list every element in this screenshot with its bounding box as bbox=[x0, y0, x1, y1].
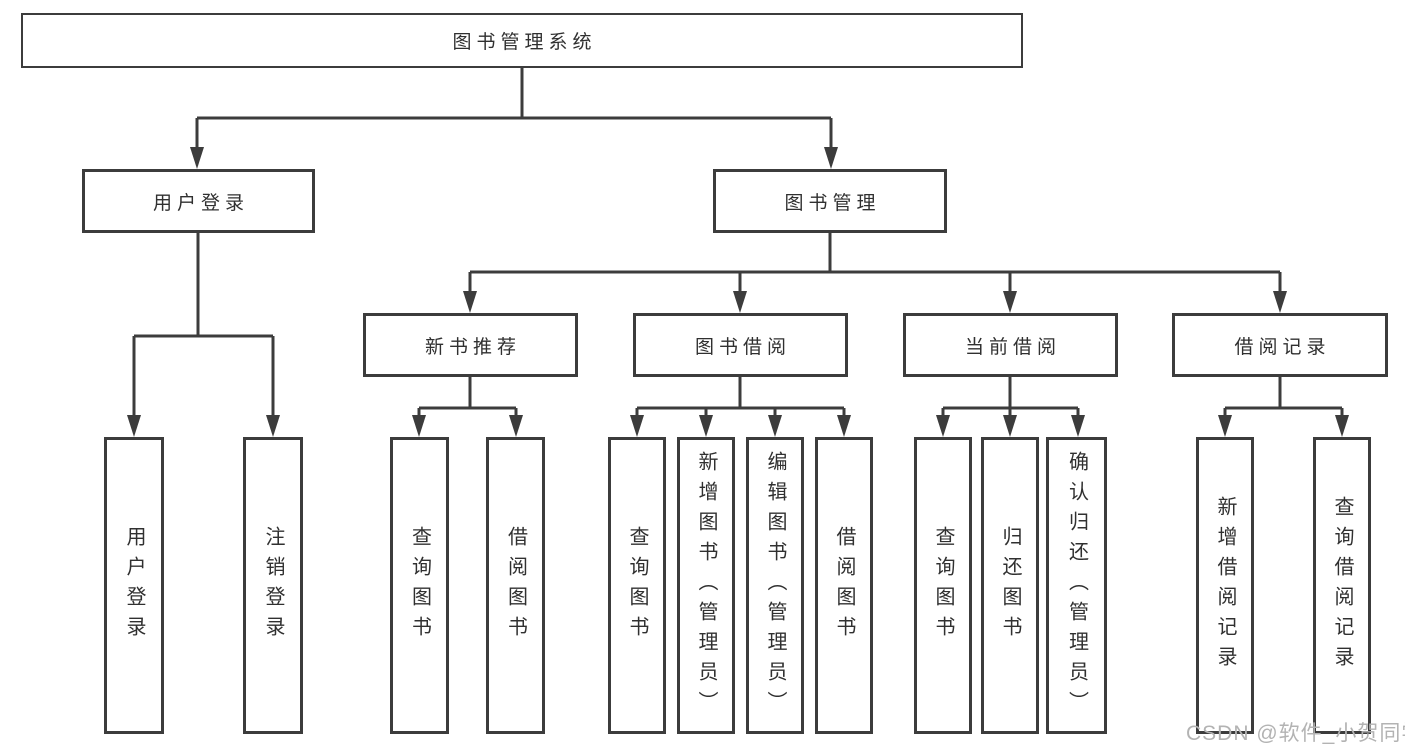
leaf-label: 查询图书 bbox=[932, 525, 954, 646]
leaf-label: 归还图书 bbox=[999, 525, 1021, 646]
connector-root-to-level2 bbox=[190, 68, 838, 169]
connector-book-management-to-level3 bbox=[463, 233, 1287, 313]
leaf-current-query-books: 查询图书 bbox=[914, 437, 972, 734]
arrowhead bbox=[509, 415, 523, 437]
leaf-user-login: 用户登录 bbox=[104, 437, 164, 734]
leaf-label: 新增借阅记录 bbox=[1214, 495, 1236, 676]
line bbox=[132, 233, 275, 417]
arrowhead bbox=[1003, 291, 1017, 313]
leaf-records-query-borrow-record: 查询借阅记录 bbox=[1313, 437, 1371, 734]
arrowhead bbox=[733, 291, 747, 313]
line bbox=[635, 377, 846, 417]
leaf-label: 查询图书 bbox=[626, 525, 648, 646]
arrowhead bbox=[1273, 291, 1287, 313]
leaf-label: 借阅图书 bbox=[833, 525, 855, 646]
connector-records-to-leaves bbox=[1218, 377, 1349, 437]
arrowhead bbox=[699, 415, 713, 437]
leaf-label: 编辑图书（管理员） bbox=[764, 450, 786, 721]
connector-recommend-to-leaves bbox=[412, 377, 523, 437]
leaf-label: 注销登录 bbox=[262, 525, 284, 646]
line bbox=[468, 233, 1282, 293]
node-new-book-recommend: 新书推荐 bbox=[363, 313, 578, 377]
node-root: 图书管理系统 bbox=[21, 13, 1023, 68]
node-book-management: 图书管理 bbox=[713, 169, 947, 233]
leaf-logout: 注销登录 bbox=[243, 437, 303, 734]
leaf-borrow-edit-books-admin: 编辑图书（管理员） bbox=[746, 437, 804, 734]
arrowhead bbox=[463, 291, 477, 313]
leaf-label: 用户登录 bbox=[123, 525, 145, 646]
arrowhead bbox=[266, 415, 280, 437]
leaf-label: 借阅图书 bbox=[504, 525, 527, 646]
arrowhead bbox=[824, 147, 838, 169]
arrowhead bbox=[837, 415, 851, 437]
leaf-label: 新增图书（管理员） bbox=[695, 450, 717, 721]
arrowhead bbox=[412, 415, 426, 437]
arrowhead bbox=[190, 147, 204, 169]
leaf-records-add-borrow-record: 新增借阅记录 bbox=[1196, 437, 1254, 734]
node-current-borrow: 当前借阅 bbox=[903, 313, 1118, 377]
leaf-label: 确认归还（管理员） bbox=[1065, 450, 1088, 721]
node-borrow-records: 借阅记录 bbox=[1172, 313, 1388, 377]
connector-current-to-leaves bbox=[936, 377, 1085, 437]
node-user-login: 用户登录 bbox=[82, 169, 315, 233]
arrowhead bbox=[1003, 415, 1017, 437]
arrowhead bbox=[1335, 415, 1349, 437]
leaf-current-return-books: 归还图书 bbox=[981, 437, 1039, 734]
connector-user-login-to-leaves bbox=[127, 233, 280, 437]
line bbox=[195, 68, 833, 149]
leaf-label: 查询图书 bbox=[408, 525, 431, 646]
line bbox=[941, 377, 1080, 417]
leaf-borrow-borrow-books: 借阅图书 bbox=[815, 437, 873, 734]
line bbox=[1223, 377, 1344, 417]
arrowhead bbox=[1071, 415, 1085, 437]
arrowhead bbox=[127, 415, 141, 437]
node-book-borrow: 图书借阅 bbox=[633, 313, 848, 377]
arrowhead bbox=[630, 415, 644, 437]
leaf-borrow-query-books: 查询图书 bbox=[608, 437, 666, 734]
leaf-borrow-add-books-admin: 新增图书（管理员） bbox=[677, 437, 735, 734]
leaf-label: 查询借阅记录 bbox=[1331, 495, 1353, 676]
leaf-recommend-query-books: 查询图书 bbox=[390, 437, 449, 734]
connector-borrow-to-leaves bbox=[630, 377, 851, 437]
leaf-current-confirm-return-admin: 确认归还（管理员） bbox=[1046, 437, 1107, 734]
line bbox=[417, 377, 518, 417]
arrowhead bbox=[936, 415, 950, 437]
watermark: CSDN @软件_小贺同学 bbox=[1186, 722, 1405, 745]
arrowhead bbox=[1218, 415, 1232, 437]
arrowhead bbox=[768, 415, 782, 437]
leaf-recommend-borrow-books: 借阅图书 bbox=[486, 437, 545, 734]
